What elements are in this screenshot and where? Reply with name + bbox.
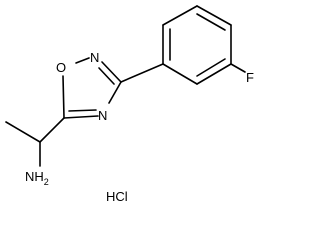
bond-ch-methyl [5, 121, 41, 143]
amine-label: NH2 [25, 169, 49, 187]
bond-c5-o1 [62, 75, 65, 119]
nitrogen-label-bottom: N [98, 108, 107, 123]
bond-ph-c5-c6 [196, 63, 232, 85]
structure-canvas: O N N F NH2 HCl [5, 5, 254, 204]
bond-n2-c3 [101, 61, 122, 83]
nitrogen-label-top: N [90, 50, 99, 65]
fluorine-label: F [246, 70, 254, 85]
bond-ph-c2-c3 [162, 5, 198, 26]
bond-ph-c3-c4 [196, 5, 232, 26]
oxygen-label: O [56, 60, 66, 75]
bond-ph-c6-c1 [162, 63, 198, 85]
bond-c3-phenyl [120, 63, 164, 83]
bond-c-f [230, 63, 246, 73]
bond-n4-c5-double [68, 109, 97, 112]
bond-c3-n4 [108, 81, 122, 104]
bond-o1-n2 [75, 57, 90, 64]
amine-subscript: 2 [44, 177, 49, 187]
bond-n2-c3-double [98, 67, 115, 85]
bond-c5-ch [39, 117, 65, 143]
amine-main: NH [25, 169, 44, 184]
bond-ph-c3-c4-inner [196, 13, 226, 31]
salt-label: HCl [106, 189, 128, 204]
structure-diagram: O N N F NH2 HCl [5, 5, 254, 204]
bond-ph-c5-c6-inner [196, 58, 226, 77]
bond-n4-c5 [63, 115, 99, 119]
